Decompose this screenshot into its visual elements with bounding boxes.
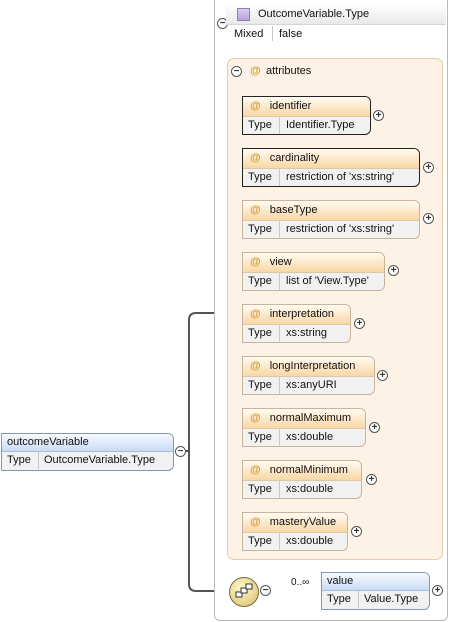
- type-label: Type: [2, 452, 39, 469]
- expand-identifier-button[interactable]: +: [373, 110, 384, 121]
- expand-value-button[interactable]: +: [432, 585, 443, 596]
- attributes-group-label: attributes: [266, 65, 312, 77]
- attribute-name: baseType: [269, 204, 318, 216]
- expand-view-button[interactable]: +: [388, 265, 399, 276]
- complex-type-icon: [237, 8, 250, 21]
- collapse-outcome-variable-button[interactable]: −: [175, 446, 186, 457]
- type-label: Type: [243, 377, 280, 394]
- attribute-view[interactable]: @ view Type list of 'View.Type': [242, 252, 385, 291]
- attribute-name: identifier: [269, 100, 312, 112]
- expand-base-type-button[interactable]: +: [423, 213, 434, 224]
- attribute-icon: @: [250, 412, 261, 424]
- complex-type-header: [226, 4, 446, 25]
- type-value: xs:double: [286, 535, 334, 547]
- sequence-cardinality: 0..∞: [291, 577, 310, 588]
- type-value: restriction of 'xs:string': [286, 171, 395, 183]
- type-value: xs:double: [286, 483, 334, 495]
- type-label: Type: [243, 533, 280, 550]
- attribute-icon: @: [250, 516, 261, 528]
- mixed-value: false: [279, 28, 303, 40]
- type-label: Type: [243, 429, 280, 446]
- type-label: Type: [243, 221, 280, 238]
- attribute-name: longInterpretation: [269, 360, 356, 372]
- attribute-interpretation[interactable]: @ interpretation Type xs:string: [242, 304, 351, 343]
- attribute-at-icon: @: [250, 65, 261, 77]
- type-label: Type: [243, 273, 280, 290]
- attribute-name: normalMinimum: [269, 464, 348, 476]
- type-value: xs:anyURI: [286, 379, 337, 391]
- collapse-attributes-button[interactable]: −: [231, 66, 242, 77]
- attribute-icon: @: [250, 308, 261, 320]
- attribute-name: masteryValue: [269, 516, 337, 528]
- type-label: Type: [322, 591, 359, 608]
- attribute-cardinality[interactable]: @ cardinality Type restriction of 'xs:stri…: [242, 148, 420, 187]
- attribute-name: interpretation: [269, 308, 334, 320]
- attribute-base-type[interactable]: @ baseType Type restriction of 'xs:string': [242, 200, 420, 239]
- complex-type-title: OutcomeVariable.Type: [258, 8, 370, 20]
- type-value: OutcomeVariable.Type: [44, 454, 156, 466]
- expand-mastery-value-button[interactable]: +: [351, 526, 362, 537]
- attribute-name: cardinality: [269, 152, 320, 164]
- type-label: Type: [243, 169, 280, 186]
- expand-long-interpretation-button[interactable]: +: [377, 370, 388, 381]
- type-value: xs:double: [286, 431, 334, 443]
- mixed-separator: [272, 26, 273, 41]
- element-outcome-variable[interactable]: outcomeVariable Type OutcomeVariable.Type: [1, 433, 174, 471]
- expand-cardinality-button[interactable]: +: [423, 162, 434, 173]
- sequence-icon[interactable]: [229, 577, 259, 607]
- attribute-identifier[interactable]: @ identifier Type Identifier.Type: [242, 96, 371, 135]
- type-label: Type: [243, 325, 280, 342]
- element-value[interactable]: value Type Value.Type: [321, 572, 430, 610]
- attribute-name: normalMaximum: [269, 412, 352, 424]
- expand-normal-minimum-button[interactable]: +: [366, 474, 377, 485]
- attribute-icon: @: [250, 204, 261, 216]
- expand-normal-maximum-button[interactable]: +: [369, 422, 380, 433]
- attribute-icon: @: [250, 360, 261, 372]
- attribute-mastery-value[interactable]: @ masteryValue Type xs:double: [242, 512, 348, 551]
- attribute-name: view: [269, 256, 292, 268]
- mixed-label: Mixed: [234, 28, 264, 40]
- attribute-normal-maximum[interactable]: @ normalMaximum Type xs:double: [242, 408, 366, 447]
- attribute-icon: @: [250, 152, 261, 164]
- type-value: Identifier.Type: [286, 119, 355, 131]
- element-name: value: [322, 573, 429, 591]
- expand-interpretation-button[interactable]: +: [354, 318, 365, 329]
- attribute-icon: @: [250, 256, 261, 268]
- type-value: restriction of 'xs:string': [286, 223, 395, 235]
- type-value: list of 'View.Type': [286, 275, 369, 287]
- collapse-sequence-button[interactable]: −: [260, 585, 271, 596]
- attribute-long-interpretation[interactable]: @ longInterpretation Type xs:anyURI: [242, 356, 375, 395]
- attribute-icon: @: [250, 100, 261, 112]
- sequence-glyph-icon: [235, 583, 253, 598]
- attribute-icon: @: [250, 464, 261, 476]
- attribute-normal-minimum[interactable]: @ normalMinimum Type xs:double: [242, 460, 362, 499]
- type-label: Type: [243, 117, 280, 134]
- type-value: Value.Type: [364, 593, 419, 605]
- type-label: Type: [243, 481, 280, 498]
- element-name: outcomeVariable: [2, 434, 173, 452]
- type-value: xs:string: [286, 327, 327, 339]
